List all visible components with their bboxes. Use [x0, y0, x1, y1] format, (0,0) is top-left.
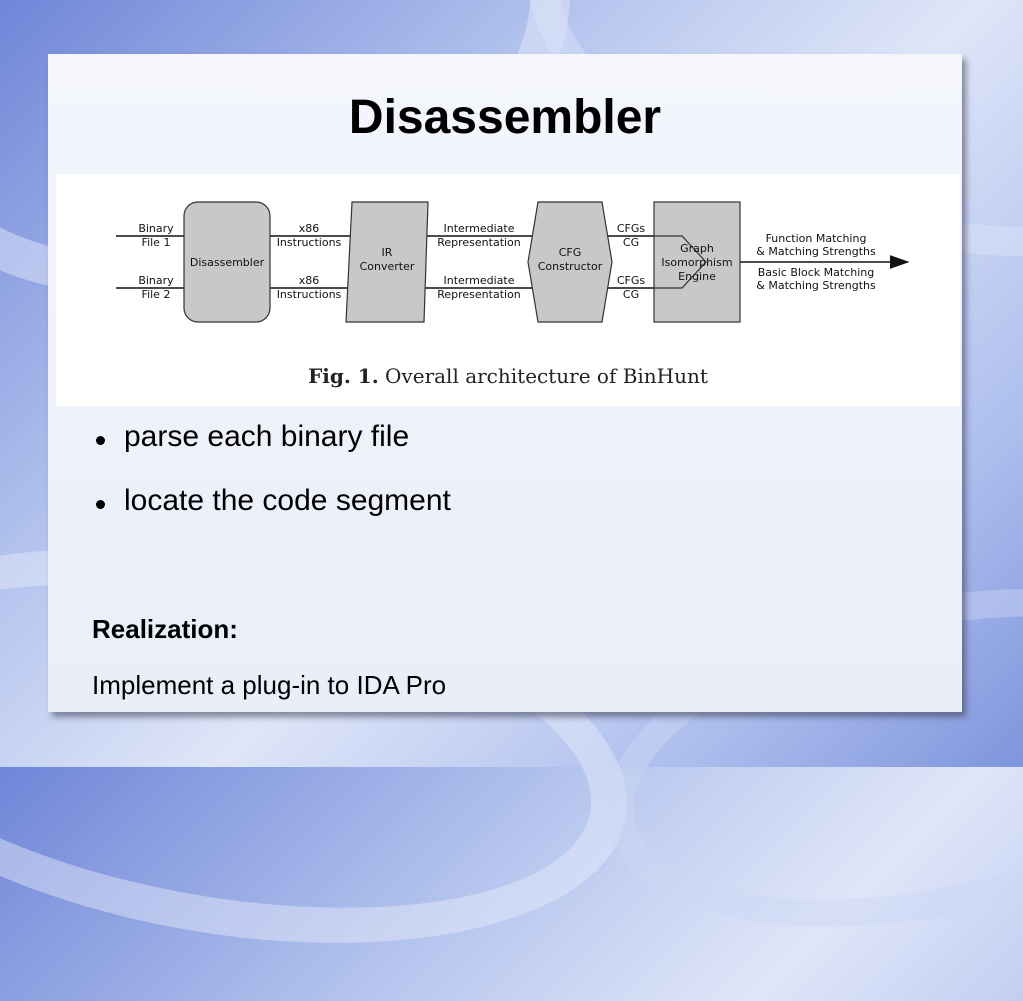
cfg-constructor-label-line1: CFG: [559, 246, 582, 259]
input-label-file2-line2: File 2: [142, 288, 171, 301]
ir-converter-label-line1: IR: [382, 246, 393, 259]
architecture-figure: Disassembler IR Converter CFG Constructo…: [56, 174, 960, 406]
edge-label-x86-top-line1: x86: [299, 222, 320, 235]
bullet-list: parse each binary file locate the code s…: [88, 420, 451, 548]
output-label-function-line2: & Matching Strengths: [756, 245, 876, 258]
figure-caption-text: Overall architecture of BinHunt: [385, 364, 708, 388]
slide-title: Disassembler: [348, 91, 662, 144]
edge-label-cfg-bottom-line1: CFGs: [617, 274, 646, 287]
bullet-item: parse each binary file: [88, 420, 451, 484]
graph-engine-label-line3: Engine: [678, 270, 716, 283]
realization-text: Implement a plug-in to IDA Pro: [92, 670, 447, 700]
edge-label-ir-bottom-line1: Intermediate: [444, 274, 515, 287]
input-label-file1-line2: File 1: [142, 236, 171, 249]
bullet-item: locate the code segment: [88, 484, 451, 548]
cfg-constructor-block: [527, 201, 613, 323]
figure-caption-prefix: Fig. 1.: [308, 364, 379, 388]
graph-engine-label-line1: Graph: [680, 242, 714, 255]
input-label-file2-line1: Binary: [138, 274, 174, 287]
graph-engine-label-line2: Isomorphism: [661, 256, 732, 269]
output-label-function-line1: Function Matching: [766, 232, 867, 245]
edge-label-cfg-top-line1: CFGs: [617, 222, 646, 235]
disassembler-label: Disassembler: [190, 256, 265, 269]
slide-panel: Disassembler Disassembler IR Converter C…: [48, 54, 962, 712]
graph-engine-merge-shape: [654, 235, 707, 289]
edge-label-ir-top-line1: Intermediate: [444, 222, 515, 235]
ir-converter-label-line2: Converter: [360, 260, 415, 273]
edge-label-x86-bottom-line2: Instructions: [277, 288, 342, 301]
edge-label-cfg-bottom-line2: CG: [623, 288, 639, 301]
edge-label-ir-bottom-line2: Representation: [437, 288, 521, 301]
input-label-file1-line1: Binary: [138, 222, 174, 235]
cfg-constructor-label-line2: Constructor: [538, 260, 603, 273]
architecture-diagram: Disassembler IR Converter CFG Constructo…: [116, 201, 910, 323]
disassembler-block: [183, 201, 271, 323]
output-label-basicblock-line1: Basic Block Matching: [758, 266, 874, 279]
graph-engine-block: [653, 201, 741, 323]
edge-label-x86-bottom-line1: x86: [299, 274, 320, 287]
edge-label-x86-top-line2: Instructions: [277, 236, 342, 249]
figure-caption: Fig. 1. Overall architecture of BinHunt: [56, 364, 960, 388]
edge-label-ir-top-line2: Representation: [437, 236, 521, 249]
ir-converter-block: [345, 201, 429, 323]
realization-heading: Realization:: [92, 614, 238, 644]
edge-label-cfg-top-line2: CG: [623, 236, 639, 249]
output-label-basicblock-line2: & Matching Strengths: [756, 279, 876, 292]
